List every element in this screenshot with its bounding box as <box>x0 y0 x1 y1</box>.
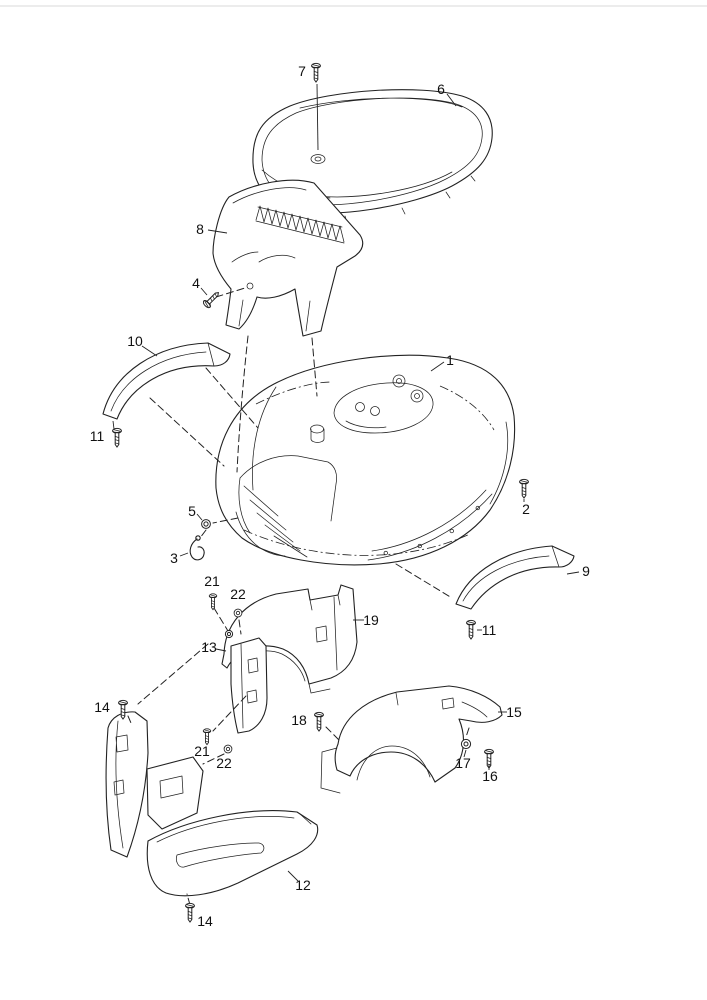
screw-icon <box>519 478 529 499</box>
washer-icon <box>233 608 243 618</box>
callout-leader-10 <box>141 345 158 357</box>
part-inner-fender-right <box>320 685 503 794</box>
part-mount-bracket <box>230 637 268 734</box>
callout-label-21: 21 <box>194 743 210 759</box>
callout-leader-17 <box>463 749 467 758</box>
body-front-recess <box>235 386 337 558</box>
callout-label-14: 14 <box>94 699 110 715</box>
callout-label-15: 15 <box>506 704 522 720</box>
callout-label-11: 11 <box>481 622 497 638</box>
mount-bracket-details <box>240 643 259 729</box>
callout-leader-9 <box>566 571 580 575</box>
body-wheel-arch-right <box>367 421 509 561</box>
callout-leader-5 <box>196 513 203 521</box>
callout-label-6: 6 <box>437 81 445 97</box>
screw-icon <box>314 711 324 732</box>
callout-leader-8 <box>207 229 228 234</box>
callout-leader-6 <box>446 93 457 107</box>
flare-right-outline <box>455 545 575 610</box>
callout-label-8: 8 <box>196 221 204 237</box>
callout-label-2: 2 <box>522 501 530 517</box>
flare-right-details <box>462 545 560 602</box>
callout-leader-4 <box>200 287 208 296</box>
screw-icon <box>208 593 218 611</box>
callout-leader-12 <box>287 870 299 882</box>
inner-fender-left-details <box>242 594 341 694</box>
callout-label-18: 18 <box>291 712 307 728</box>
screw-icon <box>112 427 122 448</box>
part-front-fascia <box>105 711 319 897</box>
callout-label-1: 1 <box>446 352 454 368</box>
flare-left-details <box>110 342 215 412</box>
washer-icon <box>223 744 233 754</box>
fascia-details <box>113 720 312 868</box>
part-main-body <box>215 354 516 566</box>
inner-fender-right-details <box>320 692 488 794</box>
fascia-bumper-outline <box>146 810 319 897</box>
hook-clip-outline <box>189 535 205 561</box>
callout-label-19: 19 <box>363 612 379 628</box>
cowl-outline <box>212 179 364 337</box>
callout-label-10: 10 <box>127 333 143 349</box>
screw-icon <box>466 619 476 640</box>
callout-label-17: 17 <box>455 755 471 771</box>
fascia-bracket-outline <box>146 756 204 830</box>
callout-leader-11 <box>112 420 115 430</box>
fascia-pillar-outline <box>105 711 149 858</box>
callout-label-3: 3 <box>170 550 178 566</box>
callout-label-12: 12 <box>295 877 311 893</box>
body-centerlines <box>243 381 495 556</box>
cowl-bellows-zigzag <box>255 205 345 243</box>
screw-icon <box>311 62 321 83</box>
callout-label-21: 21 <box>204 573 220 589</box>
callout-label-11: 11 <box>89 428 105 444</box>
flare-left-outline <box>102 342 231 420</box>
callout-label-9: 9 <box>582 563 590 579</box>
cowl-details <box>231 187 345 332</box>
callout-label-13: 13 <box>201 639 217 655</box>
part-fender-flare-right <box>455 545 575 610</box>
screw-icon <box>185 902 195 923</box>
explode-dashed-lines <box>127 287 470 906</box>
part-hook-clip <box>189 535 205 561</box>
callout-label-14: 14 <box>197 913 213 929</box>
grommet-icon <box>201 519 211 529</box>
callout-label-16: 16 <box>482 768 498 784</box>
leader-layer <box>112 83 580 882</box>
callout-leader-3 <box>179 552 189 557</box>
mount-bracket-outline <box>230 637 268 734</box>
part-cowl-panel <box>212 179 364 337</box>
callout-label-22: 22 <box>230 586 246 602</box>
inner-fender-right-outline <box>334 685 503 783</box>
callout-label-7: 7 <box>298 63 306 79</box>
callout-label-22: 22 <box>216 755 232 771</box>
callout-label-4: 4 <box>192 275 200 291</box>
body-caps-and-dash <box>310 374 434 443</box>
nut-icon <box>224 629 234 639</box>
callout-leader-13 <box>215 648 227 652</box>
body-outline <box>215 354 516 566</box>
washer-icon <box>460 738 472 750</box>
callout-leader-1 <box>430 361 445 372</box>
callout-label-5: 5 <box>188 503 196 519</box>
part-fender-flare-left <box>102 342 231 420</box>
explode-lines <box>127 287 470 906</box>
callout-leader-7 <box>316 83 319 151</box>
